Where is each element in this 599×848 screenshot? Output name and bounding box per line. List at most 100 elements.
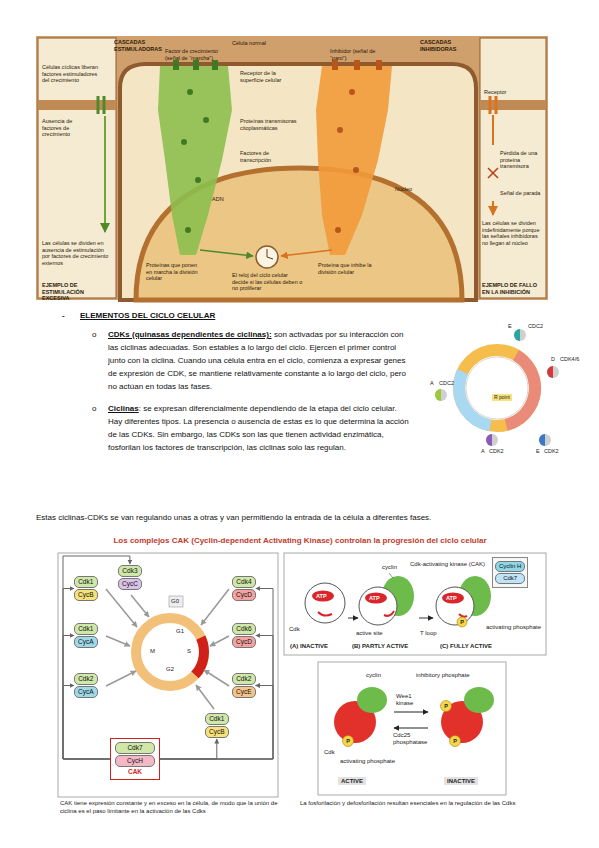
illustration-label: El reloj del ciclo celular decide si las…: [232, 272, 304, 292]
cak-cycle-panel-part: [125, 607, 215, 697]
cell-signalling-illustration-part: [185, 227, 191, 233]
illustration-label: Señal de parada: [500, 190, 544, 197]
activation-arrow: [63, 686, 110, 760]
bullet: o: [92, 402, 96, 415]
cell-signalling-illustration-part: [354, 60, 360, 70]
cell-signalling-illustration-part: [203, 117, 209, 123]
cell-cycle-wheel: [435, 329, 559, 446]
cak-cycle-panel-part: [204, 670, 229, 686]
phase-label: S: [187, 648, 191, 655]
cell-signalling-illustration-part: [332, 60, 338, 70]
illustration-label: Proteínas que ponen en marcha la divisió…: [146, 262, 202, 282]
part-label: cyclin: [382, 564, 397, 571]
cdk-label: Cdk1: [74, 623, 98, 635]
phosphorylation-panel-part: [464, 687, 494, 713]
cyclin-label: Cyclin H: [495, 561, 525, 572]
cell-signalling-illustration-part: [267, 249, 273, 259]
cell-cycle-wheel-part: [486, 434, 498, 446]
phase-label: M: [150, 648, 155, 655]
cyclin-label: CycD: [232, 589, 256, 601]
cdk-name: CDK2: [489, 448, 504, 454]
cell-signalling-illustration-part: [187, 89, 193, 95]
term: CDKs (quinasas dependientes de ciclinas)…: [108, 330, 272, 339]
cell-cycle-wheel-part-part: [486, 434, 492, 446]
cdk-label: Cdk2: [232, 673, 256, 685]
cdk-label: Cdk1: [74, 576, 98, 588]
cell-signalling-illustration-part: [36, 36, 548, 300]
cak-cycle-panel-part: [169, 596, 183, 607]
cell-cycle-wheel-part: [547, 366, 559, 378]
cyclin-letter: D: [551, 356, 555, 362]
cyclin-letter: E: [508, 323, 512, 329]
checkpoint-box: R point: [492, 394, 512, 401]
phosphorylation-panel-part: [343, 736, 354, 747]
cell-cycle-wheel-part: [445, 336, 549, 440]
cell-cycle-wheel-part-part: [547, 366, 553, 378]
illustration-label: Las células se dividen indefinidamente p…: [482, 220, 544, 246]
part-label: Cdk: [324, 749, 335, 756]
cell-cycle-wheel-part-part: [486, 434, 498, 446]
activation-arrow: [160, 636, 273, 760]
state-label: (A) INACTIVE: [290, 643, 328, 650]
cak-cycle-panel-part: [210, 636, 229, 646]
illustration-label: Pérdida de una proteína transmisora: [500, 150, 544, 170]
cdk-cyclin-complex: Cdk2CycA: [74, 672, 98, 699]
cyclin-label: CycC: [118, 578, 142, 590]
cell-cycle-wheel-part-part: [547, 366, 559, 378]
enzyme-label: Cdc25 phosphatase: [393, 732, 437, 746]
part-label: Cdk-activating kinase (CAK): [410, 561, 486, 568]
phosphorylation-panel-part: [394, 711, 428, 712]
cell-signalling-illustration-part: [316, 66, 392, 255]
cell-cycle-wheel-part: [453, 344, 541, 432]
float-spacer: [412, 328, 562, 458]
cdk-activation-panel-part: [436, 587, 474, 625]
illustration-label: Célula normal: [232, 40, 266, 47]
cell-signalling-illustration-part: [158, 66, 232, 255]
phase-label: G2: [166, 666, 174, 673]
illustration-label: Inhibidor (señal de “paro”): [330, 48, 390, 61]
cak-cycle-panel-part: [136, 618, 204, 686]
cdk-activation-panel-part: [419, 617, 433, 618]
illustration-label: EJEMPLO DE ESTIMULACIÓN EXCESIVA: [42, 282, 112, 302]
cdk-label: Cdk3: [118, 565, 142, 577]
figure-caption: CAK tiene expresión constante y en exces…: [60, 800, 278, 815]
cell-signalling-illustration-part: [353, 167, 359, 173]
cak-cycle-panel-part: [106, 589, 137, 627]
cdk-label: Cdk2: [74, 673, 98, 685]
cak-cycle-panel-part: [106, 671, 136, 686]
cell-signalling-illustration-part: [98, 96, 104, 114]
state-label: INACTIVE: [444, 777, 478, 785]
phosphorylation-panel-part: [318, 662, 506, 795]
cell-cycle-wheel-part: [435, 389, 447, 401]
cyclin-label: CycB: [205, 726, 229, 738]
phase-label: G0: [171, 598, 179, 605]
cell-signalling-illustration-part: [376, 60, 382, 70]
cell-cycle-wheel-part-part: [514, 329, 526, 341]
cyclin-label: CycH: [115, 755, 155, 767]
cell-signalling-illustration-part: [281, 250, 332, 256]
cdk-activation-panel-part: [359, 587, 397, 625]
atp-label: ATP: [316, 593, 327, 599]
illustration-label: Factor de crecimiento (señal de “marcha”…: [165, 48, 227, 61]
cyclin-label: CycB: [74, 589, 98, 601]
phosphorylation-panel-part: [450, 736, 461, 747]
cell-signalling-illustration-part: [181, 139, 187, 145]
cdk-activation-panel-part: [457, 617, 467, 627]
cak-cycle-panel-part: [196, 685, 214, 709]
cell-signalling-illustration-part: [256, 246, 278, 268]
cyclin-letter: E: [536, 448, 540, 454]
cak-cycle-panel-part: [131, 595, 149, 617]
cdk-label: Cdk4: [232, 576, 256, 588]
cak-cycle-panel-part: [201, 589, 229, 625]
phosphate-label: P: [441, 703, 451, 710]
state-label: (B) PARTLY ACTIVE: [352, 643, 408, 650]
cell-cycle-wheel-part: [466, 357, 528, 419]
cdk-activation-panel-part: [318, 612, 332, 616]
term: Ciclinas: [108, 404, 139, 413]
cdk-label: Cdk7: [495, 573, 525, 584]
box-label: R point: [494, 394, 510, 401]
cdk-name: CDK2: [544, 448, 559, 454]
box-label: CAK: [115, 768, 155, 776]
cdk-cyclin-complex: Cdk4CycD: [232, 575, 256, 602]
